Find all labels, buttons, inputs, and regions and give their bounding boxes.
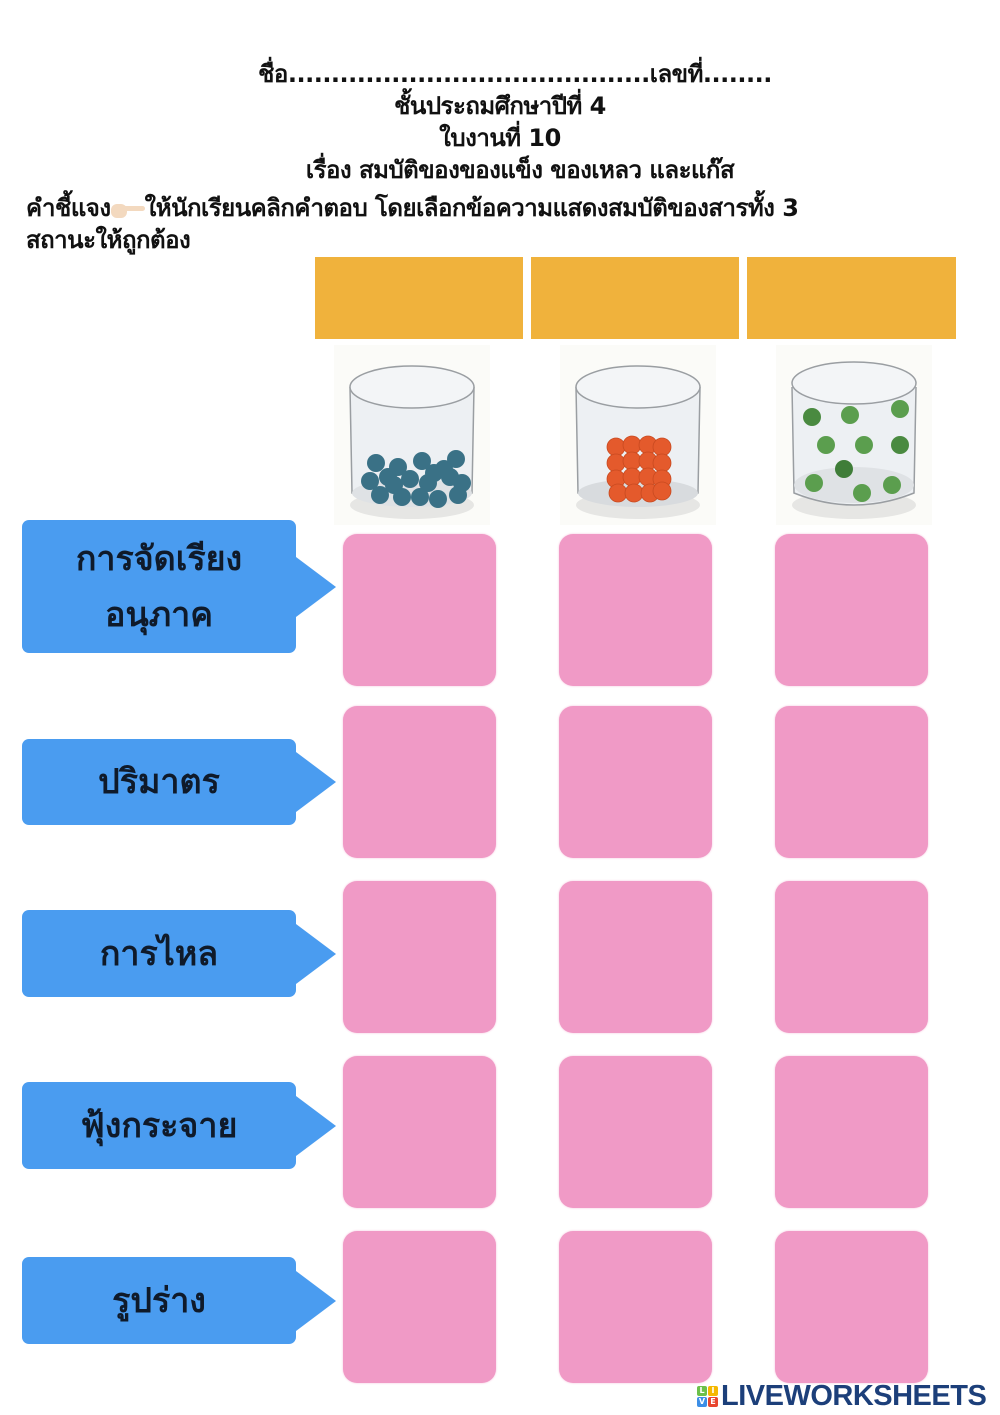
answer-box-diffusion-col1[interactable]: [343, 1056, 496, 1208]
answer-box-shape-col3[interactable]: [775, 1231, 928, 1383]
jar-image-blue-particles: [334, 345, 490, 525]
answer-box-flow-col1[interactable]: [343, 881, 496, 1033]
answer-box-shape-col2[interactable]: [559, 1231, 712, 1383]
answer-box-arrangement-col2[interactable]: [559, 534, 712, 686]
name-number-line: ชื่อ....................................…: [258, 60, 772, 88]
row-label-diffusion: ฟุ้งกระจาย: [22, 1082, 336, 1169]
answer-box-diffusion-col2[interactable]: [559, 1056, 712, 1208]
answer-box-flow-col3[interactable]: [775, 881, 928, 1033]
answer-box-volume-col1[interactable]: [343, 706, 496, 858]
answer-box-volume-col2[interactable]: [559, 706, 712, 858]
answer-box-diffusion-col3[interactable]: [775, 1056, 928, 1208]
answer-box-arrangement-col3[interactable]: [775, 534, 928, 686]
liveworksheets-brand: L I V E LIVEWORKSHEETS: [697, 1379, 987, 1412]
state-header-1[interactable]: [315, 257, 523, 339]
row-label-flow: การไหล: [22, 910, 336, 997]
topic-title: เรื่อง สมบัติของของแข็ง ของเหลว และแก๊ส: [305, 156, 735, 184]
answer-box-arrangement-col1[interactable]: [343, 534, 496, 686]
jar-image-orange-particles: [560, 345, 716, 525]
instructions-line1: ให้นักเรียนคลิกคำตอบ โดยเลือกข้อความแสดง…: [144, 194, 799, 222]
row-label-shape: รูปร่าง: [22, 1257, 336, 1344]
pointing-hand-icon: [110, 200, 145, 218]
answer-box-volume-col3[interactable]: [775, 706, 928, 858]
answer-box-shape-col1[interactable]: [343, 1231, 496, 1383]
answer-box-flow-col2[interactable]: [559, 881, 712, 1033]
instructions: คำชี้แจง ให้นักเรียนคลิกคำตอบ โดยเลือกข้อ…: [26, 194, 799, 222]
instructions-label: คำชี้แจง: [26, 194, 111, 222]
liveworksheets-logo-icon: L I V E: [697, 1385, 718, 1407]
row-label-particle-arrangement: การจัดเรียง อนุภาค: [22, 520, 336, 653]
brand-text: LIVEWORKSHEETS: [721, 1379, 987, 1412]
instructions-line2: สถานะให้ถูกต้อง: [26, 226, 191, 254]
state-header-2[interactable]: [531, 257, 739, 339]
state-header-3[interactable]: [747, 257, 956, 339]
grade-title: ชั้นประถมศึกษาปีที่ 4: [394, 92, 606, 120]
worksheet-number: ใบงานที่ 10: [439, 124, 561, 152]
row-label-volume: ปริมาตร: [22, 739, 336, 825]
jar-image-green-particles: [776, 345, 932, 525]
